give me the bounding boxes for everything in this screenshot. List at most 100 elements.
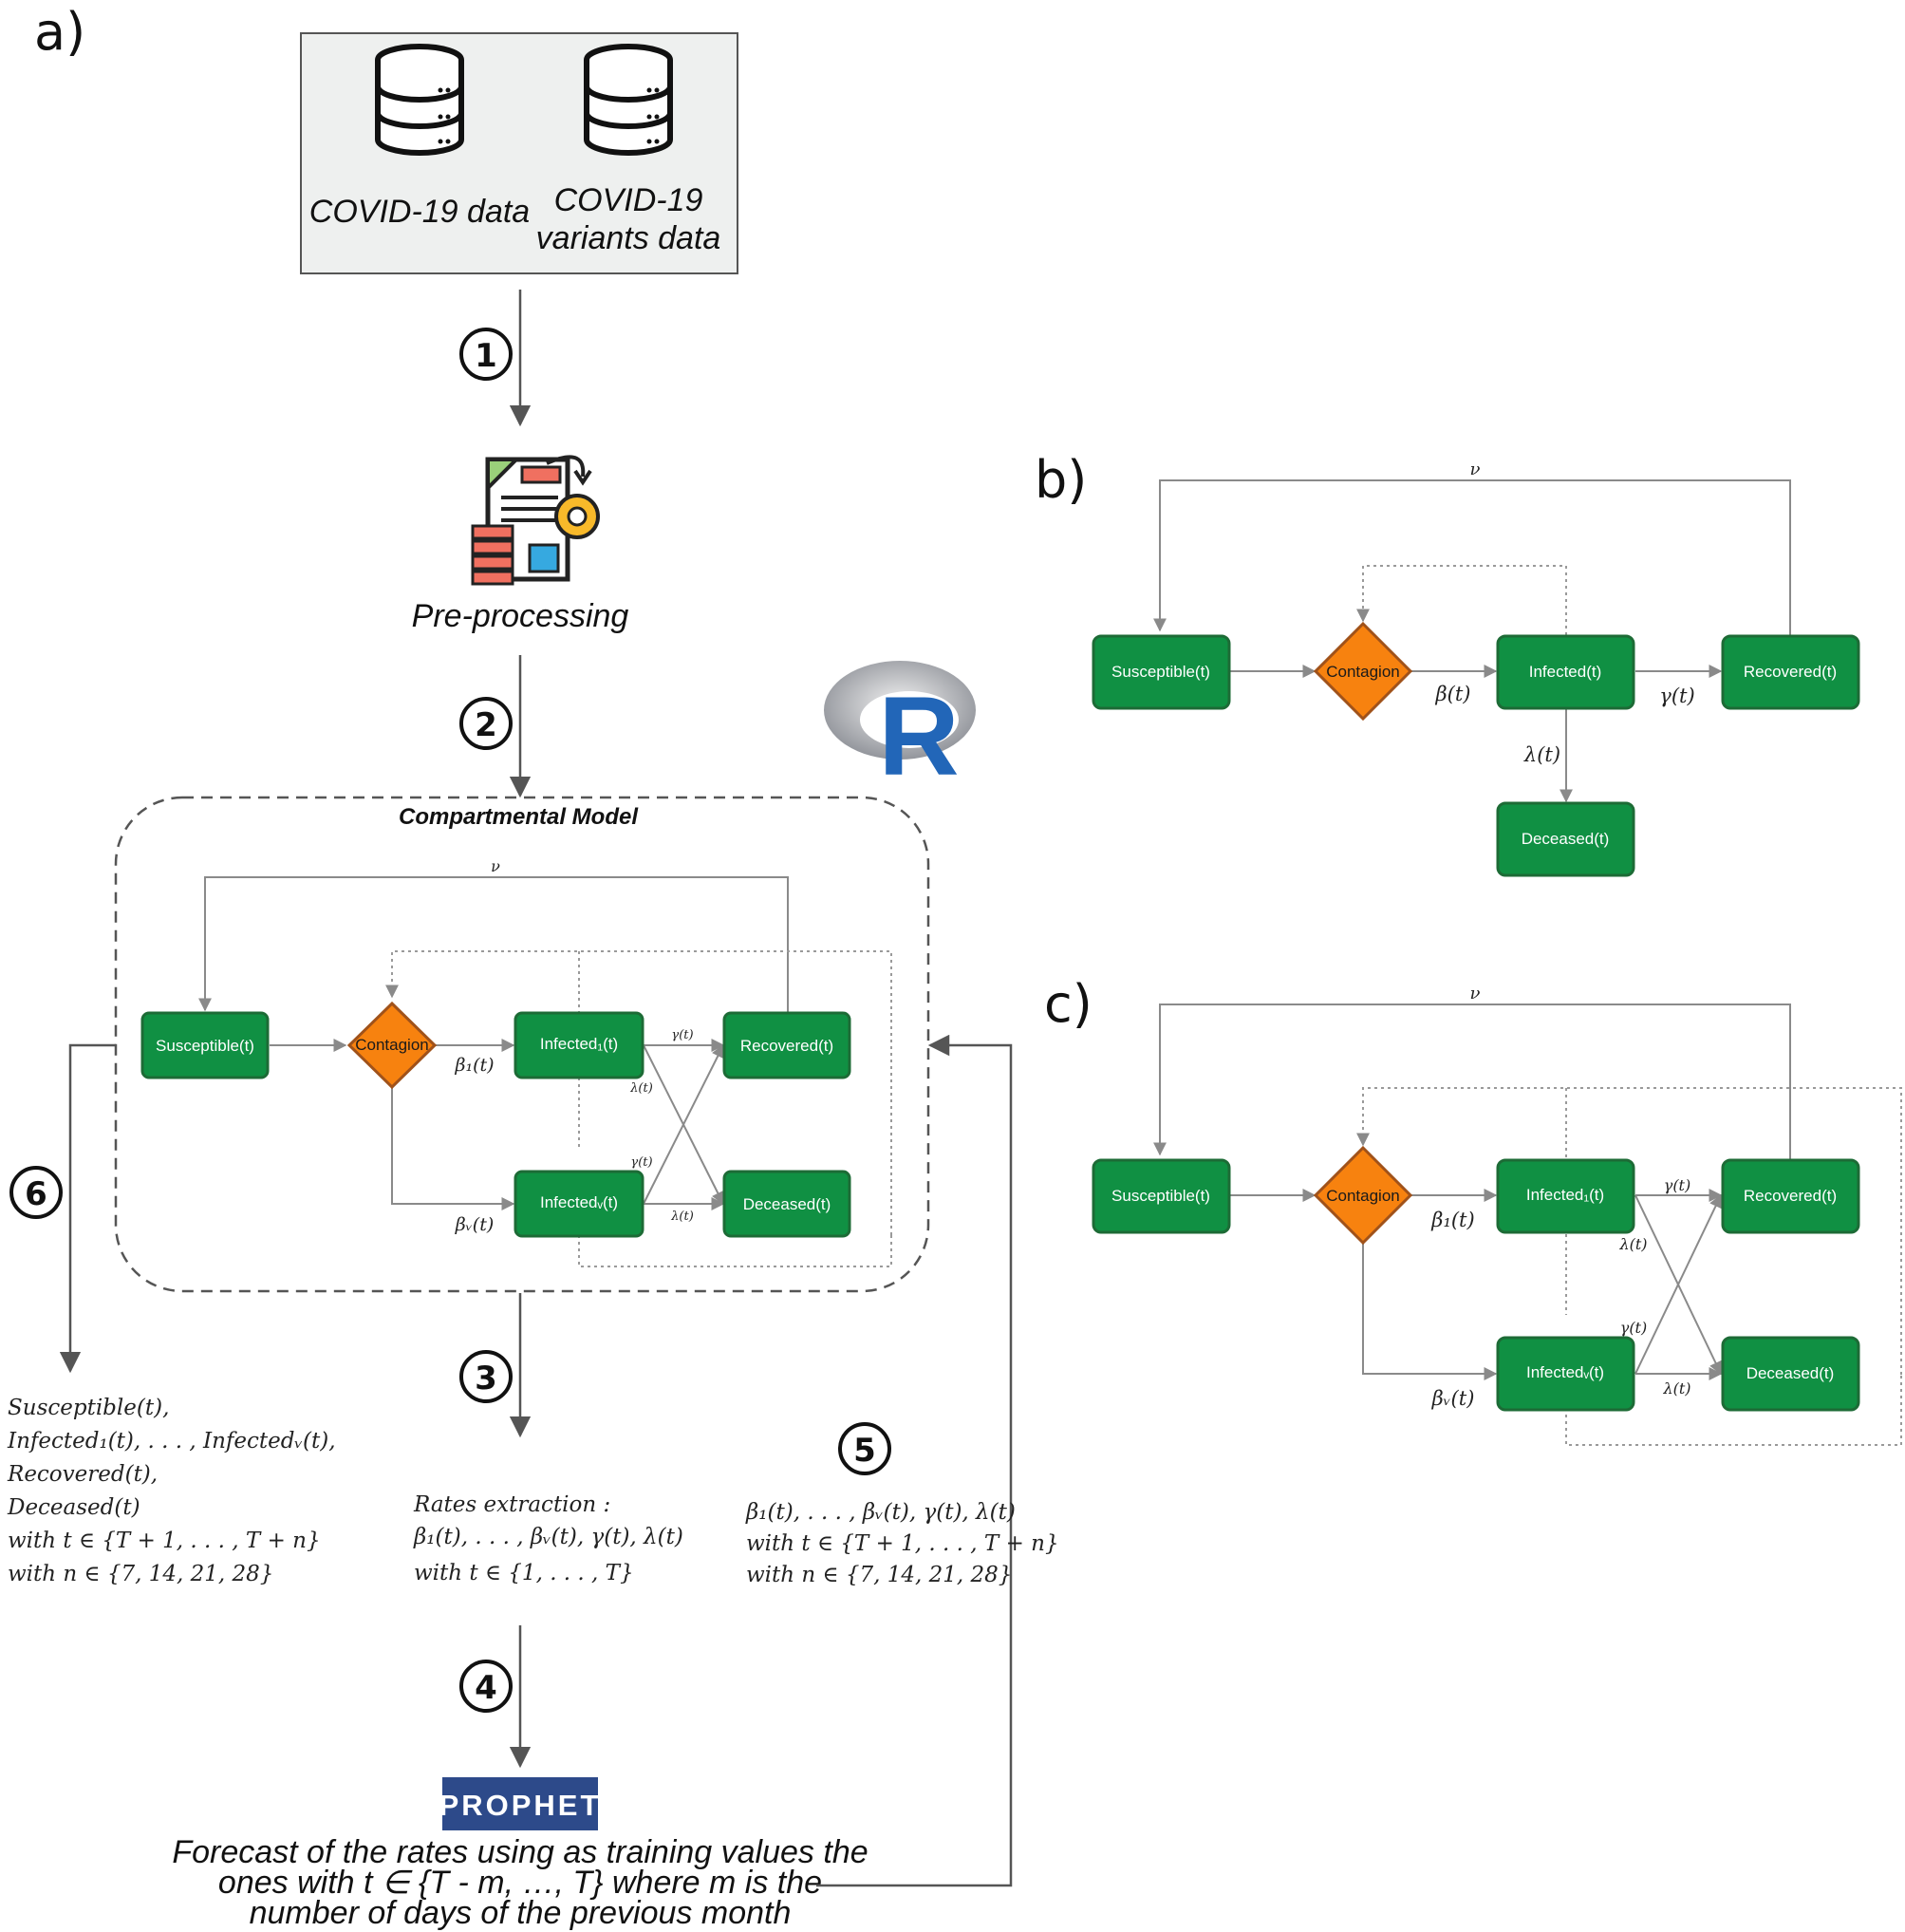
forecast-line-2: ones with t ∈ {T - m, …, T} where m is t… — [218, 1865, 822, 1901]
forecast-rates-line-2: with t ∈ {T + 1, . . . , T + n} — [746, 1531, 1059, 1556]
database-icon — [584, 44, 673, 156]
rates-extraction-line-2: β₁(t), . . . , βᵥ(t), γ(t), λ(t) — [413, 1525, 683, 1549]
step-number-2: 2 — [475, 706, 497, 744]
node-contagion-c — [1313, 1145, 1413, 1246]
forecast-rates-line-3: with n ∈ {7, 14, 21, 28} — [746, 1563, 1012, 1587]
node-contagion-label: Contagion — [355, 1036, 429, 1054]
step-number-1: 1 — [475, 337, 497, 375]
forecast-line-1: Forecast of the rates using as training … — [172, 1834, 868, 1870]
step-marker-4: 4 — [459, 1660, 513, 1713]
step-number-6: 6 — [25, 1175, 47, 1213]
output-line-4: Deceased(t) — [7, 1495, 140, 1520]
nu-label: ν — [491, 857, 500, 875]
node-contagion-c-label: Contagion — [1326, 1187, 1400, 1205]
node-deceased-label: Deceased(t) — [743, 1195, 831, 1213]
node-recovered-b-label: Recovered(t) — [1744, 663, 1837, 681]
model-a: ν Susceptible(t) Contagion Infected₁(t) … — [140, 857, 892, 1267]
node-infected-1-c — [1496, 1158, 1635, 1234]
node-deceased-c-label: Deceased(t) — [1746, 1364, 1835, 1382]
node-infected-b — [1496, 634, 1635, 710]
step-marker-1: 1 — [459, 328, 513, 381]
covid-data-label: COVID-19 data — [309, 194, 530, 230]
step-number-4: 4 — [475, 1669, 497, 1707]
model-c: ν Susceptible(t) Contagion Infected₁(t) … — [1092, 984, 1902, 1446]
node-contagion-b-label: Contagion — [1326, 663, 1400, 681]
prophet-logo-text: PROPHET — [439, 1789, 602, 1822]
node-infected-b-label: Infected(t) — [1529, 663, 1602, 681]
beta1-label: β₁(t) — [454, 1055, 494, 1076]
prophet-logo: PROPHET — [439, 1777, 602, 1830]
lambda-label-b: λ(t) — [1523, 743, 1560, 766]
node-infected-1 — [514, 1011, 644, 1079]
panel-label-c: c) — [1044, 974, 1093, 1034]
node-recovered-c — [1721, 1158, 1860, 1234]
node-infected-v — [514, 1170, 644, 1238]
data-sources-box: COVID-19 data COVID-19 variants data — [300, 32, 738, 274]
node-infected-1-label: Infected₁(t) — [540, 1035, 618, 1053]
node-deceased-b-label: Deceased(t) — [1522, 830, 1610, 848]
model-b: ν Susceptible(t) Contagion Infected(t) R… — [1092, 460, 1860, 877]
panel-label-b: b) — [1035, 450, 1087, 510]
beta-label-b: β(t) — [1435, 683, 1471, 705]
lambda-label-c-2: λ(t) — [1662, 1379, 1690, 1397]
variants-data-label-line2: variants data — [536, 220, 721, 256]
feedback-arrow-5 — [816, 1034, 1013, 1887]
gamma-label-c-2: γ(t) — [1620, 1319, 1647, 1337]
output-line-3: Recovered(t), — [7, 1462, 158, 1487]
rates-extraction-line-3: with t ∈ {1, . . . , T} — [414, 1561, 634, 1585]
output-line-5: with t ∈ {T + 1, . . . , T + n} — [8, 1529, 321, 1553]
rates-extraction-line-1: Rates extraction : — [413, 1492, 610, 1517]
output-line-6: with n ∈ {7, 14, 21, 28} — [8, 1562, 273, 1586]
step-number-3: 3 — [475, 1360, 497, 1397]
node-susceptible-label: Susceptible(t) — [156, 1037, 254, 1055]
step-marker-5: 5 — [838, 1422, 891, 1475]
gamma-label-c-1: γ(t) — [1664, 1176, 1690, 1194]
step-marker-6: 6 — [9, 1166, 63, 1219]
panel-label-a: a) — [34, 2, 85, 62]
node-contagion — [346, 1001, 438, 1090]
node-deceased-b — [1496, 801, 1635, 877]
output-line-2: Infected₁(t), . . . , Infectedᵥ(t), — [7, 1429, 336, 1454]
node-contagion-b — [1313, 621, 1413, 722]
database-icon — [375, 44, 464, 156]
node-infected-v-label: Infectedᵥ(t) — [540, 1193, 618, 1211]
node-susceptible-b — [1092, 634, 1231, 710]
forecast-rates-line-1: β₁(t), . . . , βᵥ(t), γ(t), λ(t) — [745, 1500, 1016, 1525]
output-arrow-6 — [59, 1043, 116, 1374]
node-infected-1-c-label: Infected₁(t) — [1526, 1186, 1604, 1204]
node-deceased — [722, 1170, 851, 1238]
nu-label-c: ν — [1470, 984, 1481, 1004]
output-line-1: Susceptible(t), — [8, 1396, 169, 1420]
step-marker-2: 2 — [459, 697, 513, 750]
preprocessing-label: Pre-processing — [412, 598, 629, 634]
preprocessing-icon — [471, 455, 600, 586]
node-susceptible — [140, 1011, 270, 1079]
node-recovered-b — [1721, 634, 1860, 710]
r-logo-letter: R — [878, 674, 959, 799]
variants-data-label-line1: COVID-19 — [554, 182, 703, 218]
lambda-label-1: λ(t) — [629, 1081, 653, 1096]
step-number-5: 5 — [853, 1432, 876, 1470]
beta1-label-c: β₁(t) — [1430, 1209, 1474, 1231]
node-recovered — [722, 1011, 851, 1079]
node-susceptible-c — [1092, 1158, 1231, 1234]
gamma-label-1: γ(t) — [671, 1028, 693, 1042]
gamma-label-2: γ(t) — [630, 1155, 652, 1170]
node-susceptible-c-label: Susceptible(t) — [1111, 1187, 1210, 1205]
node-recovered-label: Recovered(t) — [740, 1037, 833, 1055]
lambda-label-c-1: λ(t) — [1618, 1235, 1647, 1253]
betav-label: βᵥ(t) — [455, 1214, 495, 1235]
step-marker-3: 3 — [459, 1350, 513, 1403]
betav-label-c: βᵥ(t) — [1431, 1387, 1475, 1410]
gamma-label-b: γ(t) — [1659, 685, 1694, 707]
node-recovered-c-label: Recovered(t) — [1744, 1187, 1837, 1205]
compartmental-model-title: Compartmental Model — [399, 804, 639, 830]
nu-label-b: ν — [1470, 460, 1481, 479]
forecast-line-3: number of days of the previous month — [250, 1895, 792, 1931]
node-deceased-c — [1721, 1336, 1860, 1412]
r-logo: R — [824, 661, 976, 799]
node-infected-v-c-label: Infectedᵥ(t) — [1526, 1363, 1604, 1381]
node-infected-v-c — [1496, 1336, 1635, 1412]
node-susceptible-b-label: Susceptible(t) — [1111, 663, 1210, 681]
